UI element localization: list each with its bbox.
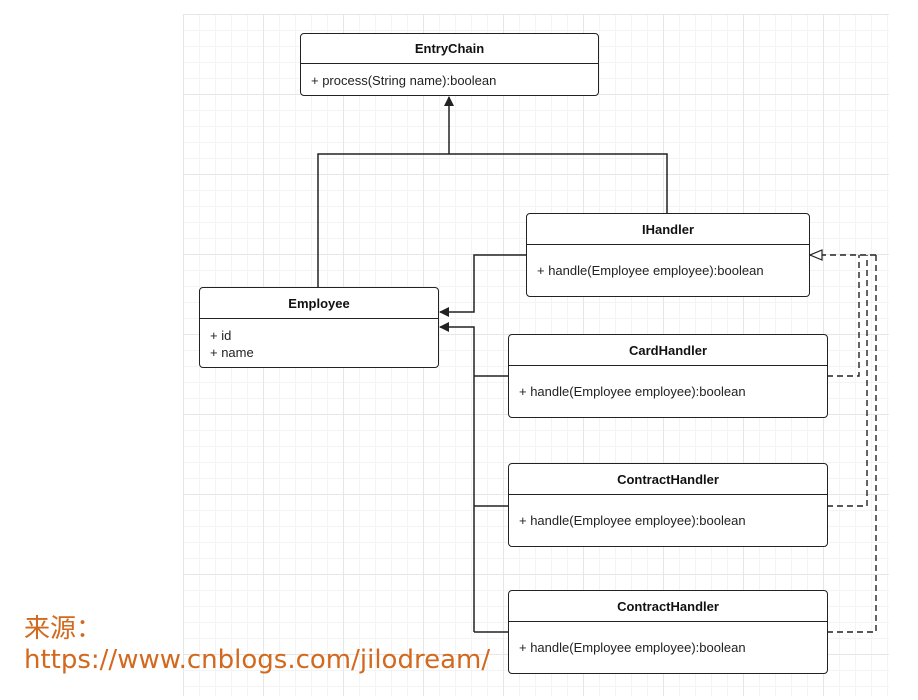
member-id: + id	[210, 328, 232, 343]
member-handle: + handle(Employee employee):boolean	[519, 512, 746, 528]
class-cardhandler-members: + handle(Employee employee):boolean	[509, 366, 827, 416]
class-employee-name: Employee	[200, 288, 438, 319]
class-contracthandler-1-members: + handle(Employee employee):boolean	[509, 495, 827, 545]
handlers-to-employee-trunk	[439, 322, 475, 632]
class-contracthandler-1-name: ContractHandler	[509, 464, 827, 495]
class-contracthandler-2-members: + handle(Employee employee):boolean	[509, 622, 827, 672]
class-ihandler-members: + handle(Employee employee):boolean	[527, 245, 809, 295]
source-label: 来源：	[24, 614, 103, 644]
class-contracthandler-2-name: ContractHandler	[509, 591, 827, 622]
cardhandler-realizes-ihandler	[827, 255, 860, 377]
class-employee[interactable]: Employee + id + name	[199, 287, 439, 368]
class-entrychain-members: + process(String name):boolean	[301, 64, 598, 95]
ihandler-to-entrychain-link	[449, 153, 668, 214]
member-handle: + handle(Employee employee):boolean	[537, 262, 764, 278]
class-ihandler[interactable]: IHandler + handle(Employee employee):boo…	[526, 213, 810, 297]
member-handle: + handle(Employee employee):boolean	[519, 639, 746, 655]
class-employee-members: + id + name	[200, 319, 438, 367]
class-cardhandler-name: CardHandler	[509, 335, 827, 366]
class-ihandler-name: IHandler	[527, 214, 809, 245]
class-cardhandler[interactable]: CardHandler + handle(Employee employee):…	[508, 334, 828, 418]
member-process: + process(String name):boolean	[311, 73, 497, 88]
class-contracthandler-2[interactable]: ContractHandler + handle(Employee employ…	[508, 590, 828, 674]
member-handle: + handle(Employee employee):boolean	[519, 383, 746, 399]
ihandler-to-employee-link	[439, 254, 527, 317]
class-contracthandler-1[interactable]: ContractHandler + handle(Employee employ…	[508, 463, 828, 547]
contracthandler2-realizes-ihandler	[827, 255, 877, 633]
contracthandler1-realizes-ihandler	[827, 255, 868, 507]
employee-to-entrychain-link	[317, 153, 449, 287]
member-name: + name	[210, 345, 254, 360]
class-entrychain[interactable]: EntryChain + process(String name):boolea…	[300, 33, 599, 96]
source-url: https://www.cnblogs.com/jilodream/	[24, 645, 491, 675]
class-entrychain-name: EntryChain	[301, 34, 598, 64]
